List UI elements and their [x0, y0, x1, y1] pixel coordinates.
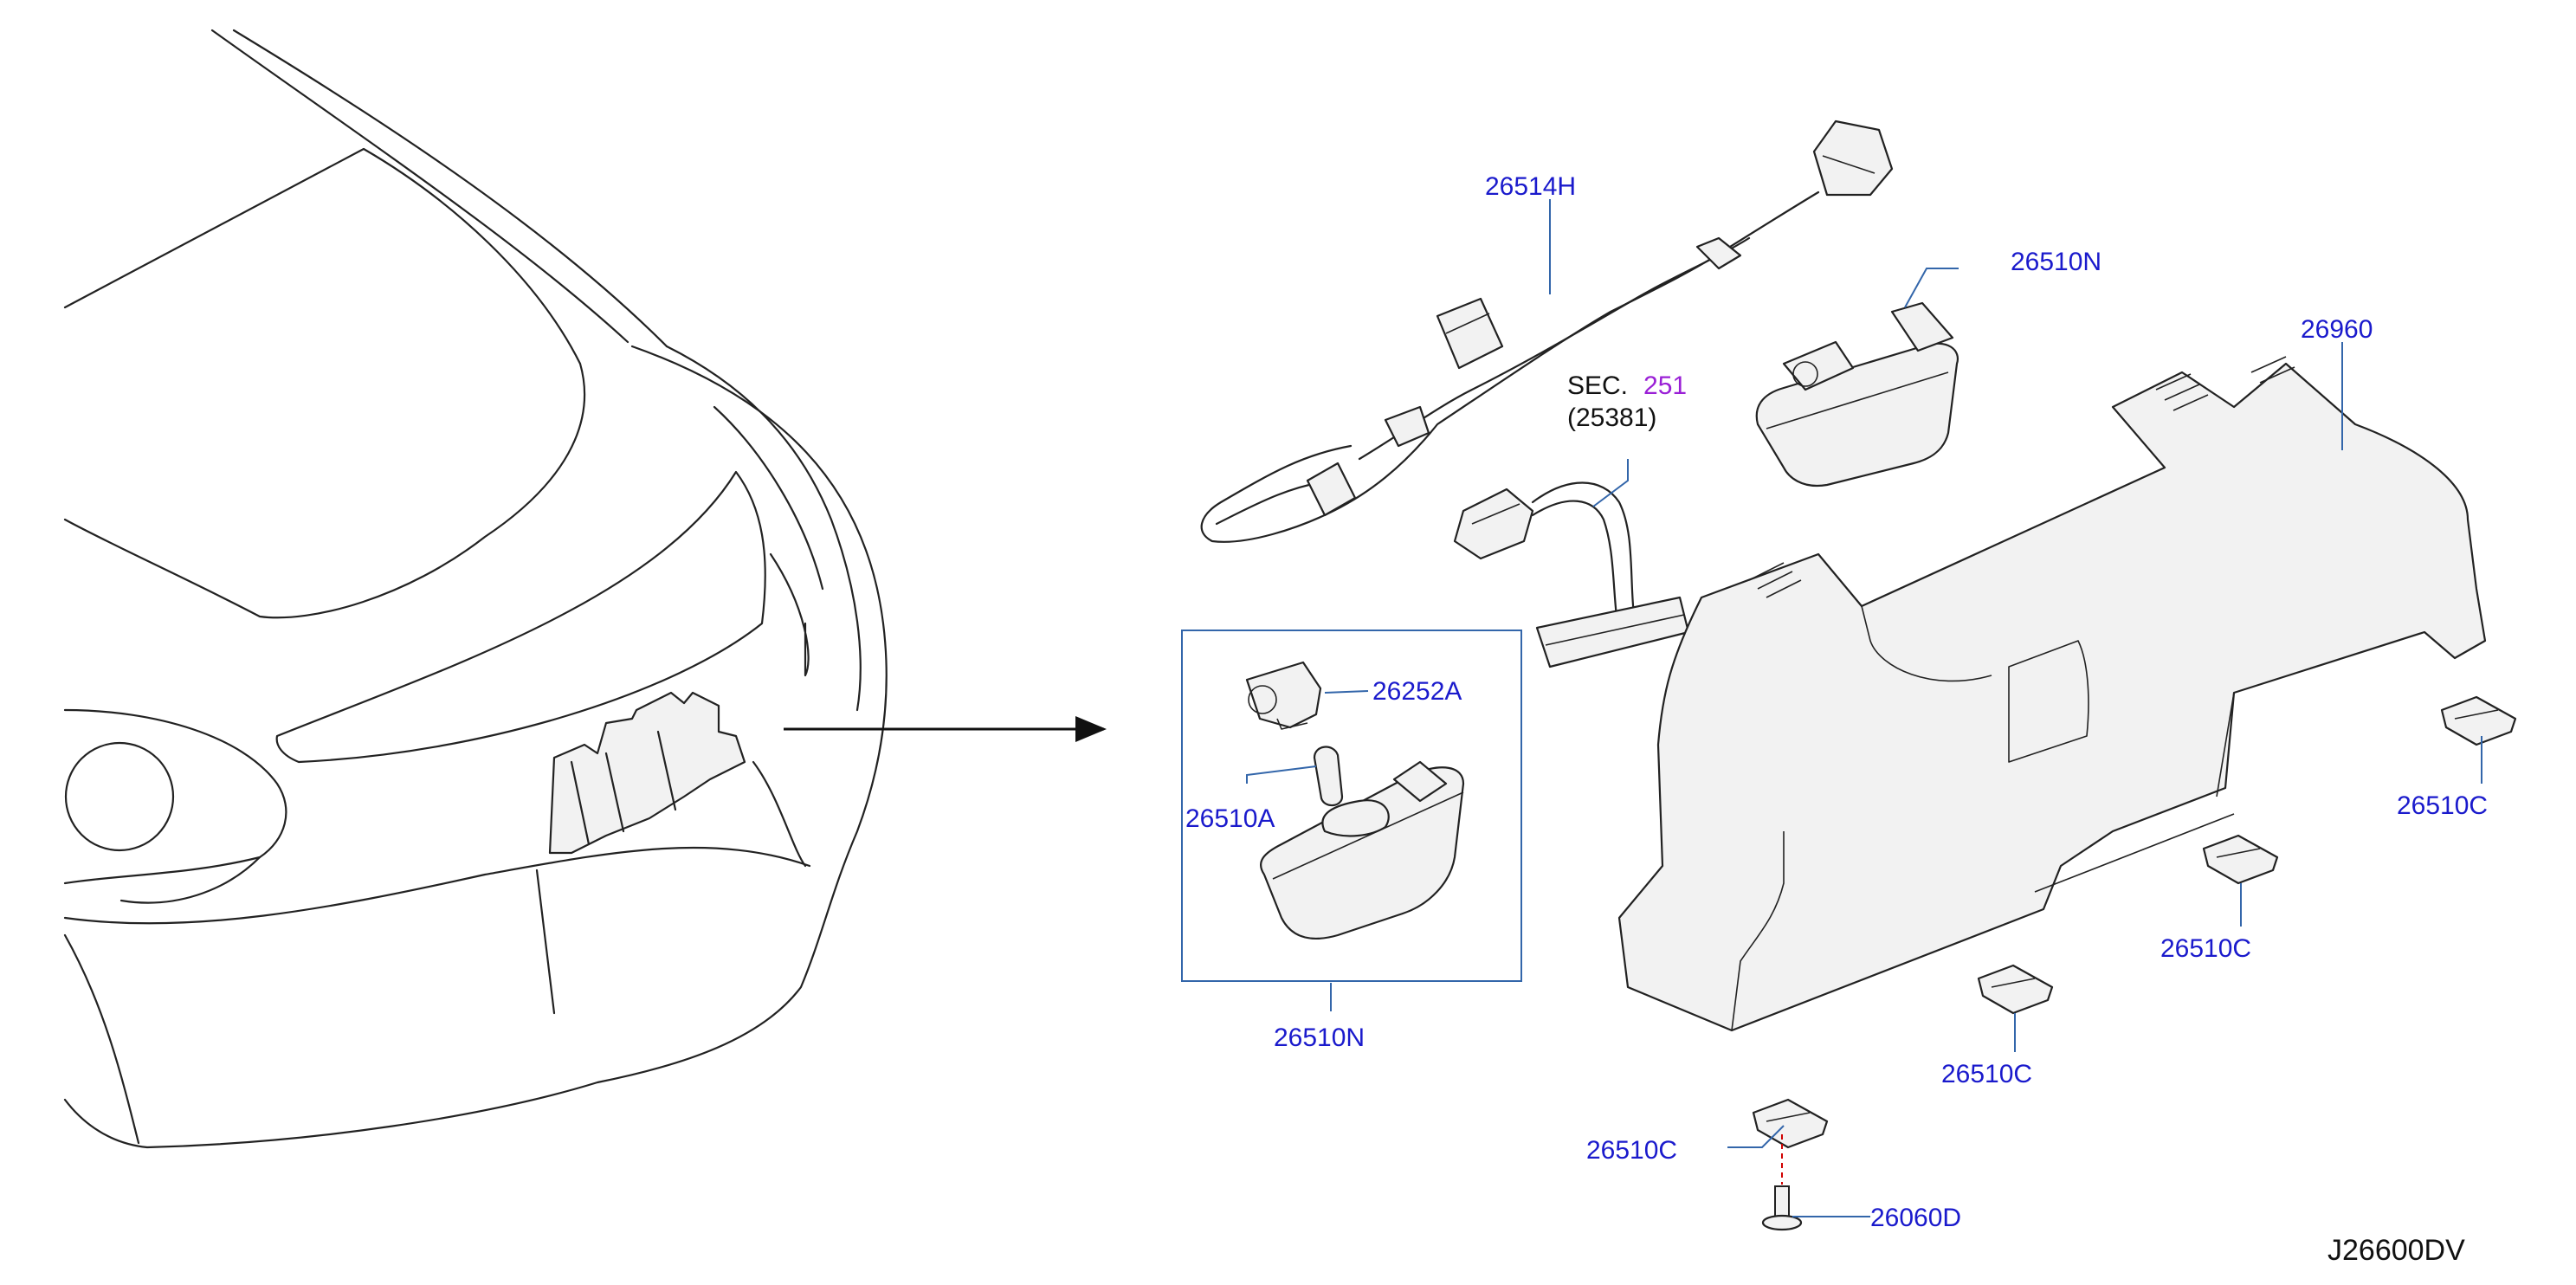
label-socket-26252a: 26252A [1372, 677, 1462, 706]
label-finisher-26960: 26960 [2301, 315, 2373, 344]
drawing-code: J26600DV [2327, 1234, 2465, 1267]
label-clip-4: 26510C [1586, 1136, 1677, 1165]
section-reference: SEC. 251 [1567, 371, 1687, 400]
finisher-26960 [1617, 356, 2487, 1032]
label-clip-1: 26510C [2397, 791, 2488, 820]
lamp-detail-assembly [1245, 661, 1465, 940]
label-screw-26060d: 26060D [1870, 1204, 1961, 1232]
switch-sec-251 [1453, 481, 1690, 668]
part-labels: 26514H 26510N 26960 26252A 26510A 26510N… [1185, 172, 2488, 1232]
vehicle-rear-illustration [63, 29, 888, 1149]
label-bulb-26510a: 26510A [1185, 804, 1275, 833]
label-lamp-top-26510n: 26510N [2011, 248, 2101, 276]
lamp-detail-box [1181, 630, 1522, 982]
screw-shape [1761, 1185, 1803, 1231]
clip-shape-3 [1977, 964, 2054, 1015]
label-lamp-box-26510n: 26510N [1274, 1023, 1365, 1052]
label-harness-26514h: 26514H [1485, 172, 1576, 201]
section-number: 251 [1643, 371, 1687, 400]
lamp-top-26510n [1755, 301, 1959, 488]
clip-shape-2 [2202, 834, 2279, 885]
label-clip-3: 26510C [1941, 1060, 2032, 1088]
harness-26514h [1200, 119, 1894, 543]
clip-shape-1 [2440, 695, 2517, 746]
clip-icons [1752, 695, 2517, 1231]
leader-lines [1246, 199, 2482, 1217]
clip-shape-4 [1752, 1098, 1829, 1149]
section-sub-reference: (25381) [1567, 404, 1656, 432]
label-clip-2: 26510C [2160, 934, 2251, 963]
section-prefix: SEC. [1567, 371, 1628, 400]
